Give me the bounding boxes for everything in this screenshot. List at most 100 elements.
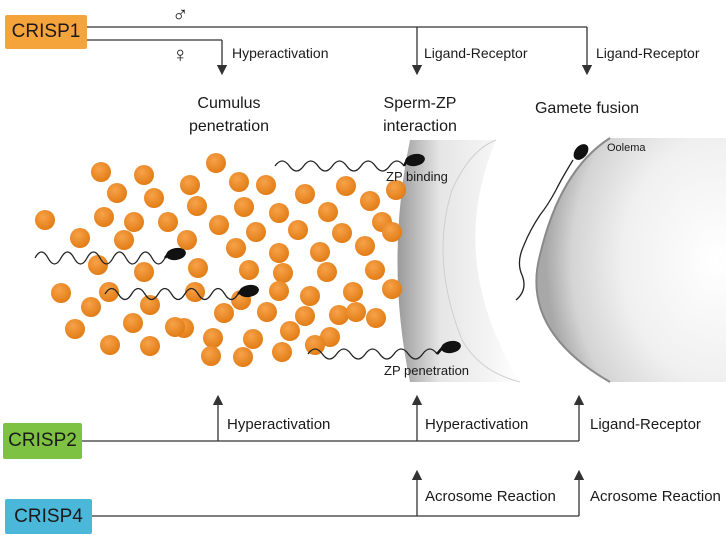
cumulus-cell [366, 308, 386, 328]
cumulus-cell [35, 210, 55, 230]
cumulus-cell [229, 172, 249, 192]
cumulus-cell [273, 263, 293, 283]
crisp2-box: CRISP2 [3, 423, 82, 459]
cumulus-cell [346, 302, 366, 322]
oocyte [536, 138, 726, 382]
cumulus-cell [140, 295, 160, 315]
cumulus-cell [206, 153, 226, 173]
annotation-zp-binding: ZP binding [386, 169, 448, 184]
cumulus-cell [269, 203, 289, 223]
cumulus-cell [65, 319, 85, 339]
cumulus-cell [99, 282, 119, 302]
zona-pellucida [397, 140, 520, 382]
label-top-ligand-receptor-1: Ligand-Receptor [424, 45, 528, 61]
cumulus-cell [226, 238, 246, 258]
cumulus-cell [187, 196, 207, 216]
zona-pellucida-inner [442, 139, 521, 383]
cumulus-cell [140, 336, 160, 356]
cumulus-cell [214, 303, 234, 323]
cumulus-cell [295, 306, 315, 326]
cumulus-cell [209, 215, 229, 235]
cumulus-cell [51, 283, 71, 303]
fusing-sperm [515, 144, 589, 301]
label-crisp4-acrosome-2: Acrosome Reaction [590, 488, 721, 505]
cumulus-cell [134, 165, 154, 185]
cumulus-cell [134, 262, 154, 282]
cumulus-cell [158, 212, 178, 232]
crisp4-box: CRISP4 [5, 499, 92, 534]
cumulus-cell [269, 243, 289, 263]
cumulus-cell [165, 317, 185, 337]
cumulus-cell [257, 302, 277, 322]
cumulus-cell [295, 184, 315, 204]
cumulus-cell [329, 305, 349, 325]
cumulus-cell [234, 197, 254, 217]
cumulus-cell [180, 175, 200, 195]
male-symbol: ♂ [172, 2, 189, 27]
cumulus-cell [100, 335, 120, 355]
cumulus-cell [272, 342, 292, 362]
cumulus-cell [360, 191, 380, 211]
annotation-zp-penetration: ZP penetration [384, 363, 469, 378]
crisp2-label: CRISP2 [8, 430, 77, 451]
crisp1-label: CRISP1 [11, 21, 81, 42]
cumulus-cell [318, 202, 338, 222]
cumulus-cell [94, 207, 114, 227]
cumulus-cell [300, 286, 320, 306]
sperm-cell [307, 340, 461, 360]
cumulus-cell [332, 223, 352, 243]
crisp4-label: CRISP4 [14, 505, 83, 527]
stage-zp-line2: interaction [383, 118, 457, 135]
cumulus-cell [280, 321, 300, 341]
cumulus-cell [107, 183, 127, 203]
cumulus-cell [320, 327, 340, 347]
label-top-ligand-receptor-2: Ligand-Receptor [596, 45, 700, 61]
stage-cumulus-line2: penetration [189, 118, 269, 135]
label-crisp2-hyperactivation-1: Hyperactivation [227, 416, 330, 433]
female-symbol: ♀ [172, 42, 189, 67]
cumulus-cell [239, 260, 259, 280]
cumulus-cell [269, 281, 289, 301]
crisp1-connectors [87, 26, 593, 76]
cumulus-cell [246, 222, 266, 242]
cumulus-cell [144, 188, 164, 208]
crisp4-connectors [92, 469, 585, 517]
cumulus-cell [88, 255, 108, 275]
sperm-cell [274, 153, 425, 172]
label-crisp2-ligand-receptor: Ligand-Receptor [590, 416, 701, 433]
stage-zp-line1: Sperm-ZP [384, 95, 457, 112]
label-crisp4-acrosome-1: Acrosome Reaction [425, 488, 556, 505]
cumulus-cell [70, 228, 90, 248]
cumulus-cell [91, 162, 111, 182]
cumulus-cell [365, 260, 385, 280]
cumulus-cell [310, 242, 330, 262]
sperm-cell [104, 284, 259, 301]
label-top-hyperactivation: Hyperactivation [232, 45, 329, 61]
cumulus-cell [305, 335, 325, 355]
oolema-membrane [535, 137, 611, 383]
cumulus-cell [382, 222, 402, 242]
cumulus-cell [382, 279, 402, 299]
annotation-oolema: Oolema [607, 142, 646, 154]
crisp2-connectors [82, 394, 585, 442]
cumulus-cell [343, 282, 363, 302]
cumulus-cell [256, 175, 276, 195]
sperm-cell [34, 247, 186, 265]
cumulus-cell [386, 180, 406, 200]
cumulus-cell [317, 262, 337, 282]
label-crisp2-hyperactivation-2: Hyperactivation [425, 416, 528, 433]
stage-gamete-fusion: Gamete fusion [535, 100, 639, 117]
cumulus-cell [81, 297, 101, 317]
cumulus-cell [288, 220, 308, 240]
cumulus-cell [188, 258, 208, 278]
cumulus-cell [177, 230, 197, 250]
cumulus-cell [203, 328, 223, 348]
cumulus-cell [123, 313, 143, 333]
cumulus-cell [336, 176, 356, 196]
crisp1-box: CRISP1 [5, 15, 87, 49]
cumulus-cells [35, 153, 406, 367]
cumulus-cell [114, 230, 134, 250]
sperm-cells [34, 144, 589, 360]
cumulus-cell [233, 347, 253, 367]
